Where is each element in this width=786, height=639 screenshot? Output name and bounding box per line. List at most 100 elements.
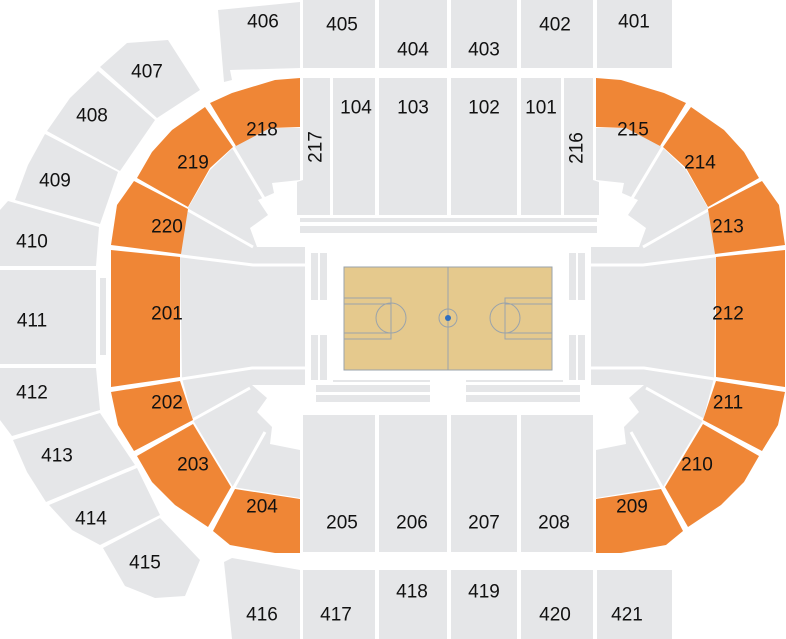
- bench: [569, 335, 576, 380]
- section-207[interactable]: [451, 415, 517, 552]
- aisle-strip: [100, 278, 106, 355]
- section-216[interactable]: [564, 78, 599, 215]
- left-ring: [110, 78, 430, 553]
- section-shape-213[interactable]: [708, 181, 785, 254]
- bench: [320, 253, 327, 300]
- label-415: 415: [129, 553, 161, 574]
- basketball-court: [343, 266, 553, 371]
- label-205: 205: [326, 513, 358, 534]
- section-402[interactable]: [521, 0, 593, 68]
- section-416[interactable]: [224, 558, 300, 639]
- section-413[interactable]: [13, 413, 135, 502]
- section-411[interactable]: [0, 270, 96, 364]
- label-414: 414: [75, 509, 107, 530]
- label-210: 210: [681, 455, 713, 476]
- section-shape-204[interactable]: [213, 489, 300, 553]
- section-shape-203[interactable]: [137, 424, 231, 527]
- bench: [466, 380, 563, 382]
- label-420: 420: [539, 605, 571, 626]
- section-404[interactable]: [379, 0, 447, 68]
- label-217: 217: [306, 131, 327, 163]
- label-408: 408: [76, 106, 108, 127]
- section-102[interactable]: [451, 78, 517, 215]
- section-104[interactable]: [333, 78, 375, 215]
- label-104: 104: [340, 98, 372, 119]
- section-103[interactable]: [379, 78, 447, 215]
- bench: [578, 253, 585, 300]
- label-206: 206: [396, 513, 428, 534]
- label-207: 207: [468, 513, 500, 534]
- label-203: 203: [177, 455, 209, 476]
- section-shape-215[interactable]: [596, 78, 686, 146]
- label-101: 101: [525, 98, 557, 119]
- section-417[interactable]: [303, 570, 375, 639]
- row-strip: [300, 218, 597, 222]
- section-421[interactable]: [597, 570, 672, 639]
- label-218: 218: [246, 120, 278, 141]
- label-208: 208: [538, 513, 570, 534]
- label-421: 421: [611, 605, 643, 626]
- bench: [311, 335, 318, 380]
- center-court-dot: [445, 315, 451, 321]
- section-409[interactable]: [15, 134, 118, 224]
- section-408[interactable]: [47, 71, 155, 171]
- label-416: 416: [246, 605, 278, 626]
- section-403[interactable]: [451, 0, 517, 68]
- section-labels: 406 405 404 403 402 401 407 408 409 410 …: [16, 12, 744, 626]
- inner-seating: [180, 128, 305, 498]
- section-shape-219[interactable]: [137, 107, 233, 207]
- section-shape-214[interactable]: [663, 107, 759, 207]
- label-204: 204: [246, 497, 278, 518]
- section-419[interactable]: [451, 570, 517, 639]
- bench: [320, 335, 327, 380]
- label-405: 405: [326, 15, 358, 36]
- section-shape-211[interactable]: [703, 381, 785, 451]
- label-216: 216: [567, 132, 588, 164]
- section-206[interactable]: [379, 415, 447, 552]
- label-211: 211: [713, 393, 743, 414]
- bench: [333, 380, 430, 382]
- section-405[interactable]: [303, 0, 375, 68]
- label-417: 417: [320, 605, 352, 626]
- label-202: 202: [151, 393, 183, 414]
- bench: [466, 385, 580, 392]
- label-404: 404: [397, 40, 429, 61]
- section-415[interactable]: [103, 518, 200, 598]
- section-406[interactable]: [218, 2, 300, 82]
- section-420[interactable]: [521, 570, 593, 639]
- bench: [311, 253, 318, 300]
- label-419: 419: [468, 582, 500, 603]
- label-103: 103: [397, 98, 429, 119]
- section-412[interactable]: [0, 368, 100, 436]
- section-401[interactable]: [597, 0, 672, 68]
- section-414[interactable]: [49, 468, 160, 545]
- section-208[interactable]: [521, 415, 593, 552]
- right-ring: [466, 78, 786, 553]
- section-shape-201[interactable]: [111, 250, 180, 387]
- label-409: 409: [39, 171, 71, 192]
- section-418[interactable]: [379, 570, 447, 639]
- section-shape-212[interactable]: [716, 250, 785, 387]
- section-shape-220[interactable]: [111, 181, 188, 254]
- label-215: 215: [617, 120, 649, 141]
- section-407[interactable]: [100, 40, 200, 118]
- section-205[interactable]: [303, 415, 375, 552]
- label-213: 213: [712, 217, 744, 238]
- label-102: 102: [468, 98, 500, 119]
- bench: [316, 385, 430, 392]
- section-410[interactable]: [0, 201, 99, 266]
- bench: [578, 335, 585, 380]
- label-201: 201: [151, 304, 183, 325]
- section-shape-218[interactable]: [210, 78, 300, 146]
- section-217[interactable]: [297, 78, 330, 215]
- row-strip: [300, 226, 597, 233]
- section-shape-202[interactable]: [111, 381, 193, 451]
- label-402: 402: [539, 15, 571, 36]
- section-shape-209[interactable]: [596, 489, 683, 553]
- inner-seating: [591, 128, 716, 498]
- bench: [466, 395, 580, 402]
- section-shape-210[interactable]: [665, 424, 759, 527]
- section-101[interactable]: [521, 78, 561, 215]
- label-219: 219: [177, 153, 209, 174]
